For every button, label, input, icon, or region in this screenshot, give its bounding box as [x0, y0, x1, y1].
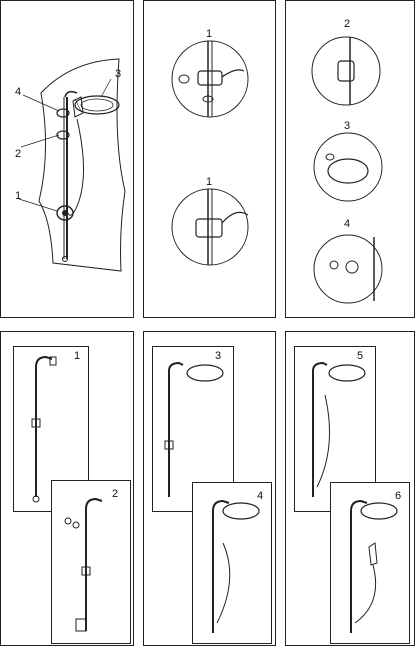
valve-panel: 1 1 — [143, 0, 276, 318]
valve-callout-2: 1 — [206, 176, 213, 188]
valve-callout-1: 1 — [206, 28, 213, 40]
callout-3: 3 — [115, 68, 122, 80]
step-6-label: 6 — [395, 490, 402, 502]
shower-column-overview-drawing — [18, 58, 126, 272]
step-4-drawing — [212, 499, 260, 633]
valve-detail-drawing — [171, 40, 249, 266]
callout-1: 1 — [15, 190, 22, 202]
assembly-panel-a: 1 2 — [0, 331, 134, 646]
step-2-drawing — [64, 497, 103, 632]
parts-callout-2: 2 — [344, 18, 351, 30]
step-4-frame: 4 — [192, 482, 272, 644]
step-6-drawing — [350, 499, 398, 633]
callout-2: 2 — [15, 148, 22, 160]
parts-detail-drawing — [311, 36, 383, 304]
parts-callout-4: 4 — [344, 218, 351, 230]
step-3-drawing — [164, 361, 224, 497]
step-1-label: 1 — [74, 350, 81, 362]
step-2-label: 2 — [112, 488, 119, 500]
overview-panel: 1 2 3 4 — [0, 0, 134, 318]
assembly-panel-c: 5 6 — [285, 331, 415, 646]
parts-panel: 2 3 4 — [285, 0, 415, 318]
step-3-label: 3 — [215, 350, 222, 362]
step-1-drawing — [31, 355, 57, 503]
step-6-frame: 6 — [330, 482, 410, 644]
callout-4: 4 — [15, 86, 22, 98]
assembly-panel-b: 3 4 — [143, 331, 276, 646]
step-2-frame: 2 — [51, 480, 131, 644]
parts-callout-3: 3 — [344, 120, 351, 132]
step-4-label: 4 — [257, 490, 264, 502]
step-5-label: 5 — [357, 350, 364, 362]
step-5-drawing — [312, 361, 366, 497]
